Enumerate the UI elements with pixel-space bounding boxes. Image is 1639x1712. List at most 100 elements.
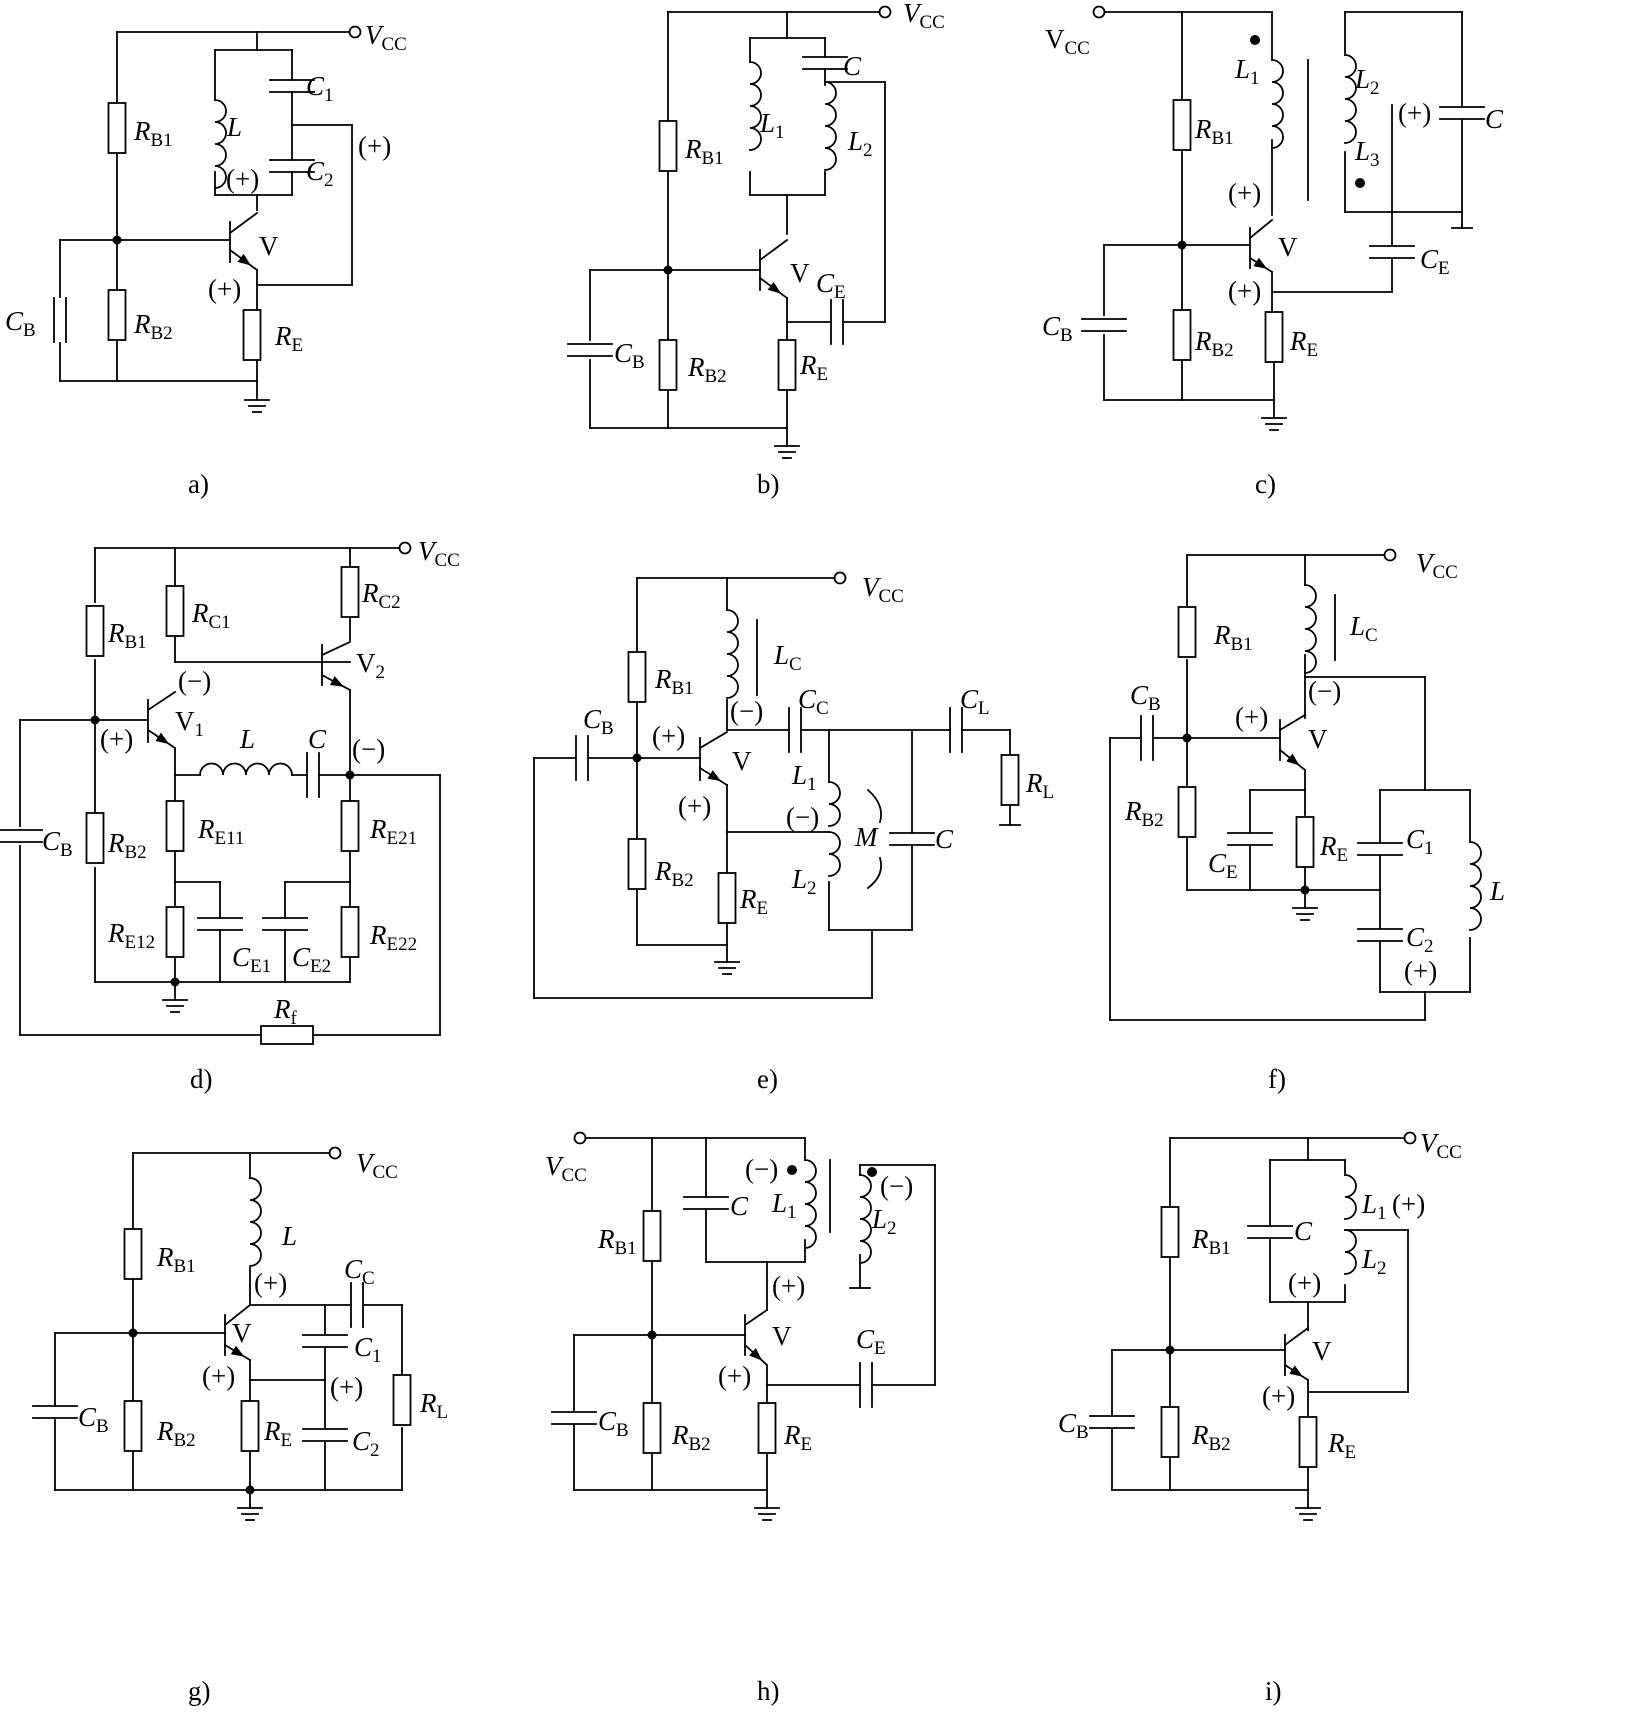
label-main: R — [107, 918, 125, 948]
capacitor-gap — [1370, 247, 1414, 257]
label-subscript: C1 — [209, 612, 231, 633]
capacitor-gap — [1090, 1417, 1134, 1427]
label-subscript: CC — [562, 1165, 587, 1186]
label-main: C — [232, 942, 251, 972]
caption-d: d) — [190, 1064, 213, 1094]
component-label: CB — [5, 306, 36, 341]
label-main: R — [671, 1420, 689, 1450]
capacitor — [306, 752, 320, 798]
label-subscript: B — [632, 352, 645, 373]
emitter-arrow — [1253, 257, 1268, 269]
label-main: (−) — [745, 1154, 778, 1184]
inductor — [249, 1177, 262, 1267]
label-main: L — [847, 126, 863, 156]
resistor — [107, 289, 127, 341]
label-subscript: B2 — [1209, 1434, 1231, 1455]
label-main: L — [1349, 611, 1365, 641]
label-subscript: E — [874, 1338, 886, 1359]
label-subscript: f — [291, 1008, 298, 1029]
wire — [698, 730, 729, 750]
label-main: V — [232, 1318, 252, 1348]
label-main: (+) — [1228, 276, 1261, 306]
wire — [1278, 713, 1307, 732]
component-label: CB — [583, 704, 614, 739]
label-subscript: CC — [1065, 38, 1090, 59]
component-label: (−) — [880, 1171, 913, 1201]
label-main: (−) — [178, 666, 211, 696]
junction-dot — [112, 235, 122, 245]
label-subscript: L — [437, 1402, 449, 1423]
component-label: (+) — [1392, 1189, 1425, 1219]
label-subscript: CC — [1437, 1142, 1462, 1163]
wire — [1283, 1326, 1310, 1347]
label-main: R — [1191, 1224, 1209, 1254]
capacitor-gap — [303, 1430, 347, 1440]
component-label: C1 — [306, 71, 334, 106]
coupling-arc — [866, 788, 883, 824]
component-label: (−) — [352, 734, 385, 764]
label-main: R — [156, 1416, 174, 1446]
label-subscript: B — [1148, 694, 1161, 715]
label-main: V — [1308, 724, 1328, 754]
label-subscript: E — [281, 1430, 293, 1451]
label-main: V — [862, 572, 882, 602]
capacitor-gap — [790, 708, 800, 752]
label-main: L — [226, 112, 242, 142]
capacitor-gap — [1248, 1227, 1292, 1237]
label-main: R — [1213, 620, 1231, 650]
capacitor-gap — [1358, 930, 1402, 940]
component-label: VCC — [1416, 548, 1458, 583]
capacitor-gap — [803, 58, 847, 68]
label-subscript: E22 — [387, 934, 418, 955]
resistor — [165, 906, 185, 958]
junction-dot — [90, 715, 100, 725]
capacitor-gap — [1142, 716, 1152, 760]
capacitor-gap — [1358, 844, 1402, 854]
label-main: (+) — [1228, 178, 1261, 208]
label-main: C — [78, 1402, 97, 1432]
capacitor — [830, 299, 844, 345]
label-main: L — [1354, 136, 1370, 166]
figure-captions: a) b) c) d) e) f) g) h) i) — [188, 469, 1286, 1706]
label-subscript: CC — [920, 12, 945, 33]
component-label: CE — [856, 1324, 886, 1359]
capacitor-gap — [33, 1407, 77, 1417]
label-main: L — [759, 108, 775, 138]
caption-f: f) — [1268, 1064, 1286, 1094]
label-main: L — [771, 1188, 787, 1218]
label-main: C — [292, 942, 311, 972]
component-label: CE — [816, 268, 846, 303]
label-main: (−) — [880, 1171, 913, 1201]
component-label: CC — [344, 1254, 375, 1289]
component-label: (+) — [1228, 276, 1261, 306]
label-subscript: E2 — [310, 956, 331, 977]
label-main: L — [791, 864, 807, 894]
component-label: RE — [274, 321, 303, 356]
component-label: (+) — [1228, 178, 1261, 208]
component-label: CE2 — [292, 942, 331, 977]
resistor — [1172, 309, 1192, 361]
label-main: C — [730, 1191, 749, 1221]
label-main: R — [1191, 1420, 1209, 1450]
caption-h: h) — [757, 1676, 780, 1706]
label-subscript: CC — [1433, 562, 1458, 583]
label-main: R — [133, 116, 151, 146]
resistor — [1177, 786, 1197, 838]
capacitor-gap — [352, 1283, 362, 1327]
label-main: R — [1319, 831, 1337, 861]
component-label: (+) — [226, 164, 259, 194]
component-label: RE — [263, 1416, 292, 1451]
label-subscript: 1 — [372, 1346, 382, 1367]
label-main: V — [1312, 1336, 1332, 1366]
label-subscript: 1 — [1250, 68, 1260, 89]
inductor — [1344, 1174, 1357, 1220]
label-main: C — [1294, 1216, 1313, 1246]
component-label: VCC — [903, 0, 945, 33]
resistor — [340, 906, 360, 958]
label-main: (+) — [1398, 98, 1431, 128]
label-subscript: B1 — [672, 678, 694, 699]
component-label: RB2 — [687, 352, 727, 387]
